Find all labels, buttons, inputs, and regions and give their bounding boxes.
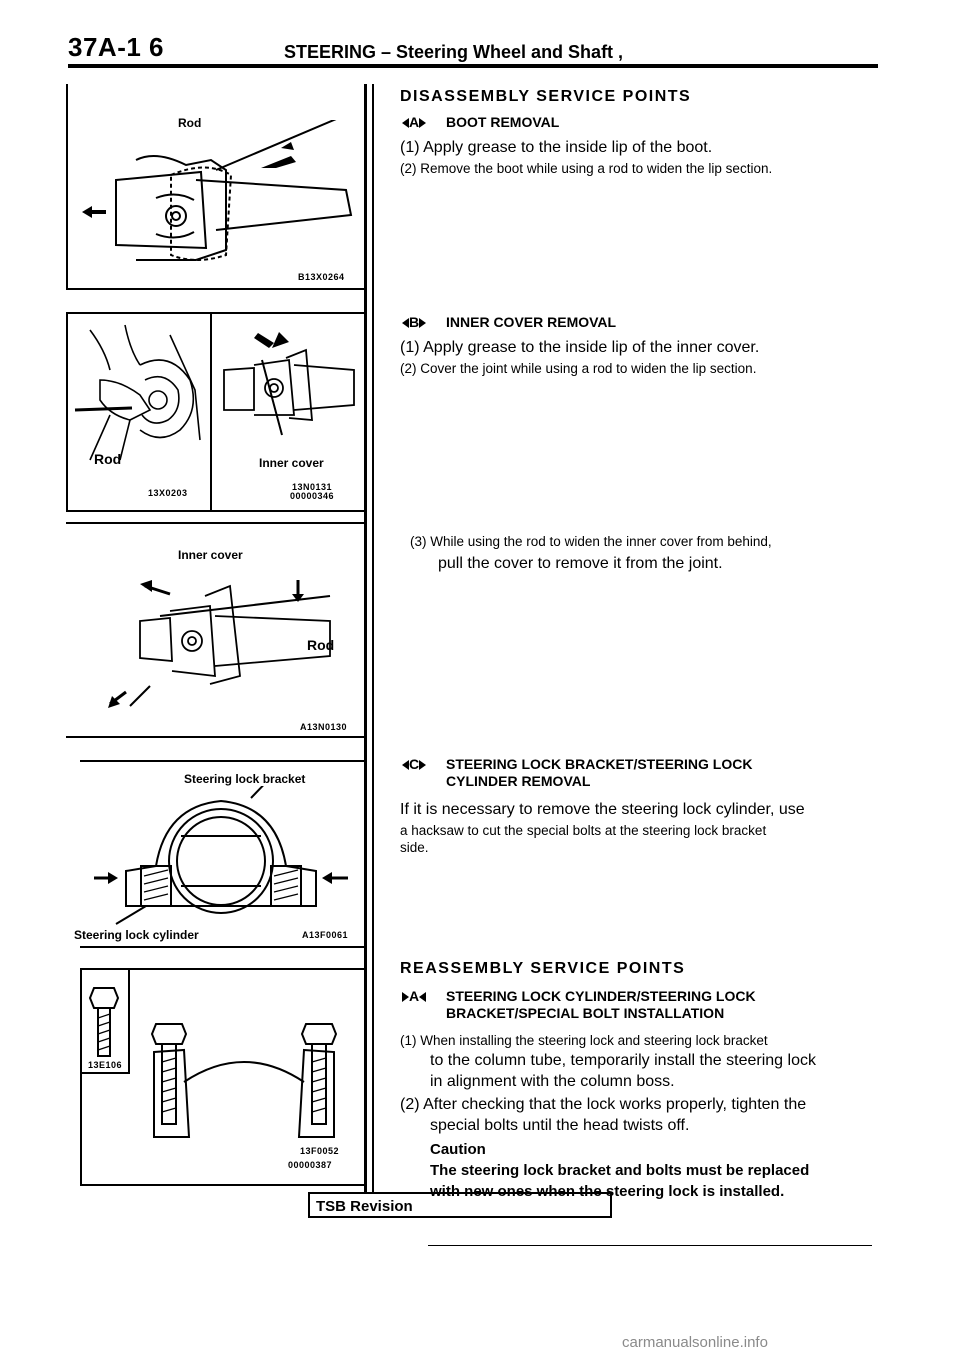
inner-cover-step-3b: pull the cover to remove it from the joi…: [438, 555, 723, 572]
install-step-1b: to the column tube, temporarily install …: [430, 1052, 816, 1069]
figure-column-right-border: [364, 84, 367, 1194]
figure-divider-1: [66, 288, 366, 290]
fig5-code-a: 13F0052: [300, 1146, 340, 1156]
bracket-bolt-installation-illustration: [150, 1023, 338, 1138]
fig2b-code2: 00000346: [290, 491, 335, 501]
inner-cover-removal-hands-illustration: [74, 324, 201, 461]
header-rule: [68, 64, 878, 68]
fig1-rod-label: Rod: [178, 116, 202, 130]
install-step-1c: in alignment with the column boss.: [430, 1073, 675, 1090]
inner-cover-step-3a: (3) While using the rod to widen the inn…: [410, 534, 772, 549]
figure-divider-8: [80, 968, 366, 970]
left-triangle-icon: [402, 759, 409, 770]
boot-step-2: (2) Remove the boot while using a rod to…: [400, 161, 773, 176]
install-step-2b: special bolts until the head twists off.: [430, 1117, 690, 1134]
figure-left-border-5: [80, 968, 82, 1186]
install-step-1a: (1) When installing the steering lock an…: [400, 1033, 768, 1048]
caution-text-2: with new ones when the steering lock is …: [430, 1183, 785, 1200]
right-triangle-icon: [419, 759, 427, 770]
footer-rule: [428, 1245, 872, 1246]
fig4-code: A13F0061: [302, 930, 349, 940]
figure-column-left-border: [66, 84, 68, 290]
fig1-code: B13X0264: [298, 272, 345, 282]
left-triangle-icon: [402, 117, 409, 128]
right-triangle-icon: [402, 991, 409, 1002]
special-bolt-illustration: [88, 987, 120, 1057]
inner-cover-step-1: (1) Apply grease to the inside lip of th…: [400, 339, 760, 356]
watermark-text: carmanualsonline.info: [622, 1334, 768, 1351]
page-header: 37A-1 6 STEERING – Steering Wheel and Sh…: [68, 30, 878, 70]
fig3-code: A13N0130: [300, 722, 348, 732]
fig3-inner-cover-label: Inner cover: [178, 548, 243, 562]
fig5-code-b: 00000387: [288, 1160, 333, 1170]
fig2a-rod-label: Rod: [94, 451, 122, 467]
tsb-revision-box: TSB Revision: [308, 1192, 612, 1218]
inner-cover-removal-heading: B INNER COVER REMOVAL: [400, 314, 872, 331]
install-step-2a: (2) After checking that the lock works p…: [400, 1096, 807, 1113]
lock-installation-heading-2: BRACKET/SPECIAL BOLT INSTALLATION: [446, 1005, 725, 1021]
figure-divider-9: [80, 1184, 366, 1186]
inner-cover-step-2: (2) Cover the joint while using a rod to…: [400, 361, 757, 376]
fig4-cylinder-label: Steering lock cylinder: [74, 928, 199, 942]
boot-step-1: (1) Apply grease to the inside lip of th…: [400, 139, 713, 156]
figure-divider-7: [80, 946, 366, 948]
service-mark-c: C: [400, 756, 446, 773]
figure-divider-2: [66, 312, 366, 314]
right-triangle-icon: [419, 117, 427, 128]
fig5-bolt-code: 13E106: [88, 1060, 123, 1070]
service-mark-b: B: [400, 314, 446, 331]
fig2b-code1: 13N0131: [292, 482, 333, 492]
figure-divider-3: [66, 510, 366, 512]
left-triangle-icon: [402, 317, 409, 328]
figure-divider-5: [66, 736, 366, 738]
boot-removal-heading: A BOOT REMOVAL: [400, 114, 872, 131]
figure-divider-6: [80, 760, 366, 762]
disassembly-title: DISASSEMBLY SERVICE POINTS: [400, 88, 692, 105]
fig2b-inner-cover-label: Inner cover: [259, 456, 324, 470]
figure-divider-4: [66, 522, 366, 524]
caution-text-1: The steering lock bracket and bolts must…: [430, 1162, 810, 1179]
fig5-bolt-box-bottom: [80, 1072, 130, 1074]
right-triangle-icon: [419, 317, 427, 328]
service-mark-a: A: [400, 114, 446, 131]
lock-installation-heading: A STEERING LOCK CYLINDER/STEERING LOCK: [400, 988, 872, 1005]
caution-heading: Caution: [430, 1141, 486, 1158]
page-number: 37A-1 6: [68, 32, 164, 62]
service-mark-reassembly-a: A: [400, 988, 446, 1005]
lock-cylinder-removal-heading: C STEERING LOCK BRACKET/STEERING LOCK: [400, 756, 872, 773]
boot-removal-illustration: [82, 120, 353, 261]
inner-cover-pull-illustration: [108, 580, 331, 708]
fig3-rod-label: Rod: [307, 637, 335, 653]
page-title: STEERING – Steering Wheel and Shaft ,: [284, 42, 624, 62]
steering-lock-bracket-illustration: [94, 786, 348, 925]
figure-left-border-2: [66, 312, 68, 512]
lock-cylinder-text-3: side.: [400, 840, 429, 855]
reassembly-title: REASSEMBLY SERVICE POINTS: [400, 960, 686, 977]
figure-column-right-border-inner: [372, 84, 374, 1194]
fig5-bolt-box-right: [128, 970, 130, 1074]
lock-cylinder-removal-heading-2: CYLINDER REMOVAL: [446, 773, 591, 789]
left-triangle-icon: [419, 991, 427, 1002]
figure-divider-v: [210, 312, 212, 512]
inner-cover-removal-joint-illustration: [223, 332, 355, 436]
lock-cylinder-text-2: a hacksaw to cut the special bolts at th…: [400, 823, 767, 838]
fig2a-code: 13X0203: [148, 488, 188, 498]
lock-cylinder-text-1: If it is necessary to remove the steerin…: [400, 801, 805, 818]
fig4-bracket-label: Steering lock bracket: [184, 772, 306, 786]
tsb-revision-label: TSB Revision: [316, 1198, 413, 1215]
